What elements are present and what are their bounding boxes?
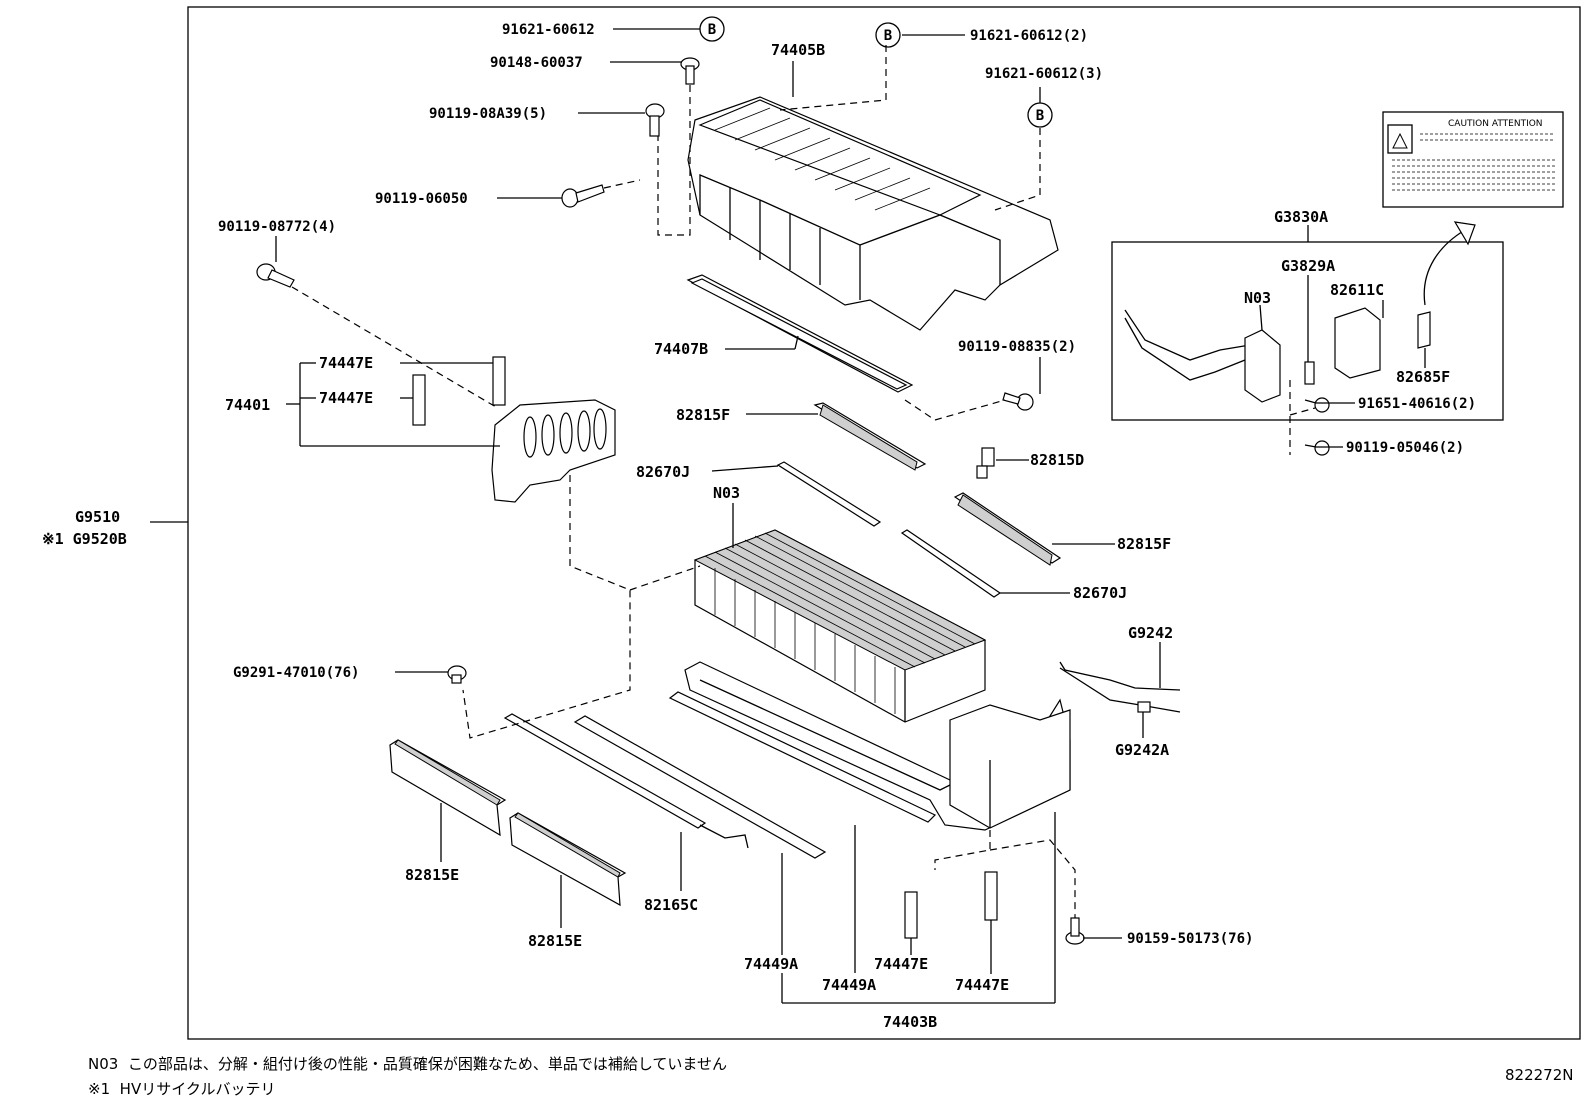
label-90148-60037[interactable]: 90148-60037	[490, 55, 583, 71]
wire-harness-82165C	[503, 713, 749, 849]
bus-bar-82670J-right	[900, 529, 1002, 598]
label-G9242A[interactable]: G9242A	[1115, 741, 1169, 759]
footnote-ref-text: HVリサイクルバッテリ	[119, 1080, 276, 1098]
footnote-text: この部品は、分解・組付け後の性能・品質確保が困難なため、単品では補給していません	[127, 1055, 727, 1073]
wire-G3830A	[1124, 309, 1281, 403]
label-82685F	[1417, 311, 1431, 349]
spacer-74449A-outer	[573, 715, 827, 859]
fuse-G3829A	[1304, 361, 1315, 385]
bolt-90159-50173	[1065, 917, 1085, 945]
label-G3830A[interactable]: G3830A	[1274, 208, 1328, 226]
pin-74447E-4	[984, 871, 998, 921]
label-82685F[interactable]: 82685F	[1396, 368, 1450, 386]
label-N03-main[interactable]: N03	[713, 484, 740, 502]
clip-G9291-47010	[447, 665, 467, 684]
label-82670J-top[interactable]: 82670J	[636, 463, 690, 481]
leader-lines	[275, 28, 1426, 1004]
diagram-frame	[187, 6, 1581, 1040]
label-82815F-right[interactable]: 82815F	[1117, 535, 1171, 553]
footnote-n03: N03 この部品は、分解・組付け後の性能・品質確保が困難なため、単品では補給して…	[88, 1053, 727, 1074]
spacer-82815E-2	[509, 812, 627, 907]
label-82670J-right[interactable]: 82670J	[1073, 584, 1127, 602]
cover-82611C	[1334, 307, 1381, 379]
clip-82815D	[976, 447, 995, 479]
label-74449A-b[interactable]: 74449A	[822, 976, 876, 994]
lower-case-74403B	[684, 661, 1071, 831]
bolt-90119-08772	[256, 263, 295, 288]
label-82611C[interactable]: 82611C	[1330, 281, 1384, 299]
upper-case-74405B	[687, 96, 1059, 331]
label-82815E-b[interactable]: 82815E	[528, 932, 582, 950]
screw-90148-60037	[680, 57, 700, 85]
footnote-ref: ※1 HVリサイクルバッテリ	[88, 1078, 275, 1099]
label-74403B[interactable]: 74403B	[883, 1013, 937, 1031]
svg-text:B: B	[1036, 108, 1044, 124]
label-G9510[interactable]: G9510	[75, 508, 120, 526]
bolt-90119-06050	[561, 184, 605, 208]
spacer-82815E-1	[389, 739, 507, 837]
label-74401[interactable]: 74401	[225, 396, 270, 414]
wire-G9242	[1059, 661, 1181, 713]
bus-bar-82670J-top	[776, 461, 882, 527]
label-74405B[interactable]: 74405B	[771, 41, 825, 59]
dashed-lines	[291, 45, 1316, 918]
circle-b-marker-3: B	[1027, 102, 1053, 128]
circle-b-marker-2: B	[875, 22, 901, 48]
arrow-icon	[1423, 229, 1466, 306]
gasket-74407B	[686, 274, 914, 393]
label-G9520B[interactable]: ※1 G9520B	[42, 530, 127, 548]
battery-module-N03	[693, 529, 987, 723]
bracket-74401	[491, 399, 616, 503]
svg-text:B: B	[708, 22, 716, 38]
caution-label-heading: CAUTION ATTENTION	[1448, 119, 1543, 129]
footnote-code: N03	[88, 1055, 119, 1073]
label-90119-08835[interactable]: 90119-08835(2)	[958, 339, 1076, 355]
label-90119-08772[interactable]: 90119-08772(4)	[218, 219, 336, 235]
circle-b-marker-1: B	[699, 16, 725, 42]
caution-label-image: CAUTION ATTENTION	[1382, 111, 1564, 208]
label-90119-05046[interactable]: 90119-05046(2)	[1346, 440, 1464, 456]
bolt-90119-08A39	[645, 103, 665, 137]
screw-90119-05046	[1304, 440, 1330, 456]
diagram-id: 822272N	[1505, 1066, 1574, 1084]
svg-text:B: B	[884, 28, 892, 44]
label-74449A-a[interactable]: 74449A	[744, 955, 798, 973]
label-91621-60612[interactable]: 91621-60612	[502, 22, 595, 38]
pin-74447E-3	[904, 891, 918, 939]
footnote-ref-mark: ※1	[88, 1080, 111, 1098]
label-74447E-b[interactable]: 74447E	[319, 389, 373, 407]
label-74407B[interactable]: 74407B	[654, 340, 708, 358]
label-G9291-47010[interactable]: G9291-47010(76)	[233, 665, 359, 681]
label-74447E-d[interactable]: 74447E	[955, 976, 1009, 994]
label-91651-40616[interactable]: 91651-40616(2)	[1358, 396, 1476, 412]
label-82815E-a[interactable]: 82815E	[405, 866, 459, 884]
label-82815D[interactable]: 82815D	[1030, 451, 1084, 469]
label-91621-60612-3[interactable]: 91621-60612(3)	[985, 66, 1103, 82]
label-91621-60612-2[interactable]: 91621-60612(2)	[970, 28, 1088, 44]
label-90119-06050[interactable]: 90119-06050	[375, 191, 468, 207]
label-74447E-a[interactable]: 74447E	[319, 354, 373, 372]
label-90159-50173[interactable]: 90159-50173(76)	[1127, 931, 1253, 947]
label-74447E-c[interactable]: 74447E	[874, 955, 928, 973]
screw-91651-40616	[1304, 397, 1330, 413]
label-90119-08A39[interactable]: 90119-08A39(5)	[429, 106, 547, 122]
pin-74447E-1	[492, 356, 506, 406]
spacer-74449A-inner	[668, 691, 937, 823]
label-82165C[interactable]: 82165C	[644, 896, 698, 914]
bolt-90119-08835	[1002, 392, 1034, 411]
label-G3829A[interactable]: G3829A	[1281, 257, 1335, 275]
label-G9242[interactable]: G9242	[1128, 624, 1173, 642]
pin-74447E-2	[412, 374, 426, 426]
label-N03-inset[interactable]: N03	[1244, 289, 1271, 307]
label-82815F-top[interactable]: 82815F	[676, 406, 730, 424]
